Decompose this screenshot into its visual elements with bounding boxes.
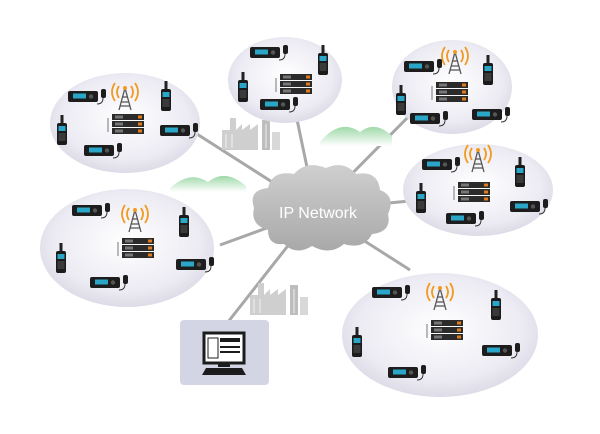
- factory-icon: [249, 282, 309, 316]
- radio-site-top-center: [228, 37, 342, 123]
- radio-site-top-right: [392, 40, 512, 134]
- radio-site-middle-left: [40, 189, 215, 307]
- repeater-stack-icon: [453, 181, 491, 203]
- radio-site-bottom-right: [342, 273, 538, 397]
- repeater-stack-icon: [275, 73, 313, 95]
- radio-site-middle-right: [403, 144, 553, 236]
- factory-icon: [221, 117, 281, 151]
- ip-network-cloud-icon: IP Network: [252, 165, 391, 251]
- dispatch-computer-icon: [180, 320, 269, 385]
- repeater-stack-icon: [431, 81, 469, 103]
- repeater-stack-icon: [426, 319, 464, 341]
- hill-icon: [170, 126, 392, 192]
- repeater-stack-icon: [107, 113, 145, 135]
- repeater-stack-icon: [117, 237, 155, 259]
- radio-site-top-left: [50, 73, 200, 173]
- cloud-label: IP Network: [279, 205, 358, 222]
